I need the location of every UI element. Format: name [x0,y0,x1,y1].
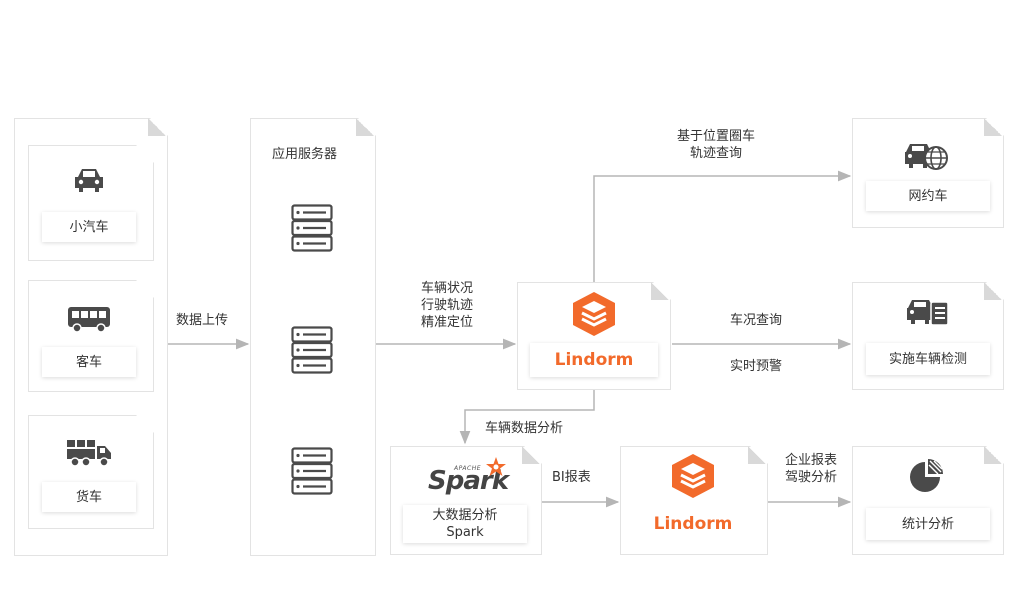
upload-label: 数据上传 [176,313,229,328]
vehicle-status-label: 车辆状况 行驶轨迹 精准定位 [420,281,473,330]
ride-hailing-card [852,118,1004,228]
condition-query-label: 车况查询 [730,313,783,328]
statistics-label: 统计分析 [866,508,990,540]
vehicle-analysis-label: 车辆数据分析 [485,421,564,436]
server-icon [291,326,333,374]
bus-label: 客车 [42,347,136,377]
ride-hailing-label: 网约车 [866,181,990,211]
app-server-title: 应用服务器 [272,147,338,162]
lindorm-main-label: Lindorm [530,343,658,377]
statistics-fold [984,446,1002,464]
pie-chart-icon [910,459,943,492]
vehicles-panel-fold [148,118,166,136]
enterprise-report-label: 企业报表 驾驶分析 [784,453,837,485]
lindorm-second-card [620,446,768,555]
lindorm-logo-icon [573,292,615,336]
arrow-to-spark [459,390,595,445]
truck-icon [67,440,111,467]
spark-card-fold [522,446,540,464]
app-server-panel-fold [356,118,374,136]
car-globe-icon [905,144,948,170]
realtime-alert-label: 实时预警 [730,359,783,374]
lindorm-main-fold [651,282,669,300]
apache-text: APACHE [454,465,482,472]
spark-star-icon [486,457,506,476]
inspection-fold [984,282,1002,300]
arrow-to-ride-hailing [593,170,852,282]
lindorm-logo-icon [672,454,714,498]
lindorm-second-word: Lindorm [653,514,733,534]
car-icon [75,169,103,192]
bi-report-label: BI报表 [552,470,591,485]
ride-hailing-fold [984,118,1002,136]
server-icon [291,204,333,252]
server-icon [291,447,333,495]
bus-icon [68,307,110,333]
car-card [28,145,154,261]
app-server-panel [250,118,376,556]
geo-query-label: 基于位置圈车 轨迹查询 [676,129,755,161]
spark-label: 大数据分析 Spark [403,505,527,543]
truck-label: 货车 [42,482,136,512]
car-label: 小汽车 [42,212,136,242]
inspection-label: 实施车辆检测 [866,343,990,375]
car-checklist-icon [907,300,949,326]
lindorm-second-fold [748,446,766,464]
